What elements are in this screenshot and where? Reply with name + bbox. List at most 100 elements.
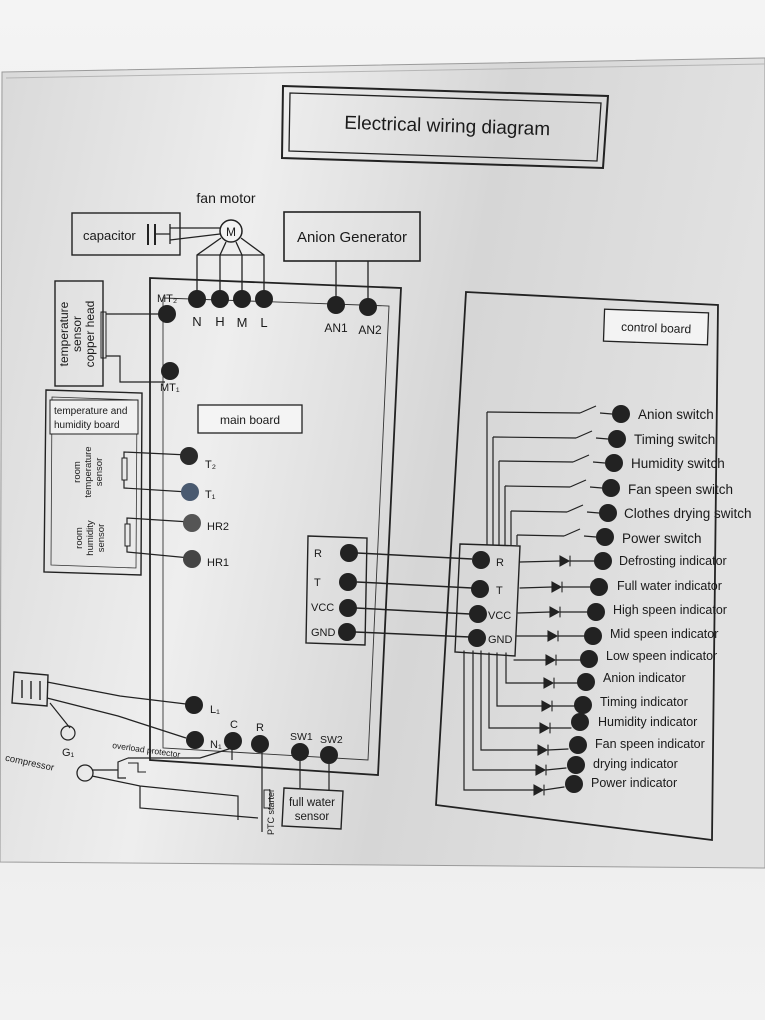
humidity-indicator-label: Humidity indicator [598,715,697,729]
terminal-mt2-label: MT₂ [157,293,177,305]
comm-wires [354,552,473,638]
ground-label: G₁ [62,747,75,759]
full-water-sensor: full water sensor [281,787,344,830]
terminal-r-label: R [256,722,264,734]
indicator-row-timing: Timing indicator [496,652,688,714]
defrosting-indicator-label: Defrosting indicator [619,554,727,568]
fan-speen-indicator-label: Fan speen indicator [595,737,705,751]
svg-text:room: room [72,461,83,483]
terminal-sw2-label: SW2 [320,734,343,746]
indicator-row-defrosting: Defrosting indicator [519,552,727,570]
indicator-row-mid-speen: Mid speen indicator [516,627,718,645]
switch-row-timing: Timing switch [492,430,715,545]
clothes-drying-switch-label: Clothes drying switch [624,506,752,521]
control-board-outline: control board [435,291,719,842]
terminal-l1-label: L₁ [210,704,220,716]
svg-text:humidity: humidity [85,520,96,556]
terminal-an1-label: AN1 [324,321,348,335]
terminal-mt1-label: MT₁ [160,382,180,394]
cb-comm-gnd-label: GND [488,634,513,646]
mb-comm-gnd-label: GND [311,627,336,639]
indicator-row-drying: drying indicator [472,650,678,776]
ptc-starter-label: PTC starter [266,789,276,835]
svg-text:full water: full water [289,797,335,809]
terminal-hr2-label: HR2 [207,521,229,533]
terminal-h-label: H [215,314,224,329]
switch-terminals: SW1 SW2 [290,731,343,790]
indicator-row-humidity: Humidity indicator [488,652,697,734]
svg-text:temperature and: temperature and [54,406,127,417]
switch-row-power: Power switch [516,528,702,546]
svg-text:main board: main board [220,413,280,427]
power-indicator-label: Power indicator [591,776,677,790]
cb-comm-r-label: R [496,557,504,569]
high-speen-indicator-label: High speen indicator [613,603,727,617]
fan-motor-wires [196,237,265,298]
anion-switch-label: Anion switch [638,407,714,422]
svg-text:sensor: sensor [70,316,84,352]
indicator-row-anion: Anion indicator [505,652,686,691]
mt-terminals: MT₂ MT₁ [157,293,180,394]
switch-list: Anion switch Timing switch Humidity swit… [486,405,752,546]
switch-row-fan-speen: Fan speen switch [504,479,733,545]
anion-generator-label: Anion Generator [297,229,407,246]
fan-motor-label: fan motor [196,190,255,206]
mid-speen-indicator-label: Mid speen indicator [610,627,718,641]
indicator-row-power: Power indicator [463,650,677,796]
timing-switch-label: Timing switch [634,432,715,447]
main-board-outline [149,277,402,776]
fan-motor-symbol: M [219,219,243,243]
fan-terminals: N H M L [188,290,273,330]
capacitor: capacitor [71,212,221,256]
svg-text:sensor: sensor [295,811,330,823]
svg-text:copper head: copper head [83,301,97,368]
anion-indicator-label: Anion indicator [603,671,686,685]
cb-comm-t-label: T [496,585,503,597]
mb-comm-r-label: R [314,548,322,560]
terminal-n-label: N [192,314,201,329]
capacitor-label: capacitor [83,228,136,243]
mb-comm-vcc-label: VCC [311,602,334,614]
switch-row-humidity: Humidity switch [498,454,725,545]
indicator-row-high-speen: High speen indicator [517,603,727,621]
svg-text:M: M [226,225,236,239]
main-board-label: main board [197,404,303,434]
terminal-c-label: C [230,719,238,731]
terminal-n1-label: N₁ [210,739,222,751]
terminal-hr1-label: HR1 [207,557,229,569]
anion-terminals: AN1 AN2 [324,296,382,337]
temperature-sensor: temperature sensor copper head [54,280,165,387]
anion-generator: Anion Generator [283,211,421,300]
compressor-terminals: C R [224,719,269,753]
indicator-row-full-water: Full water indicator [519,578,722,596]
svg-text:room: room [74,527,85,549]
terminal-t2-label: T₂ [205,459,216,471]
power-plug [11,671,187,739]
terminal-sw1-label: SW1 [290,731,313,743]
control-board-comm-block: R T VCC GND [454,543,521,657]
cb-comm-vcc-label: VCC [488,610,511,622]
terminal-l-label: L [260,315,267,330]
temperature-humidity-board: temperature and humidity board room temp… [43,389,191,576]
low-speen-indicator-label: Low speen indicator [606,649,717,663]
timing-indicator-label: Timing indicator [600,695,688,709]
control-board-label: control board [621,320,691,336]
fan-speen-switch-label: Fan speen switch [628,482,733,497]
mb-comm-t-label: T [314,577,321,589]
indicator-list: Defrosting indicator Full water indicato… [463,552,727,796]
th-terminals: T₂ T₁ HR2 HR1 [180,447,229,569]
svg-text:humidity board: humidity board [54,420,120,431]
indicator-row-fan-speen: Fan speen indicator [480,650,705,756]
terminal-t1-label: T₁ [205,489,216,501]
drying-indicator-label: drying indicator [593,757,678,771]
full-water-indicator-label: Full water indicator [617,579,722,593]
svg-text:temperature: temperature [57,301,71,366]
indicator-row-low-speen: Low speen indicator [513,649,717,668]
switch-row-anion: Anion switch [486,405,714,545]
terminal-m-label: M [237,315,248,330]
svg-text:sensor: sensor [94,458,105,487]
terminal-an2-label: AN2 [358,323,382,337]
svg-text:sensor: sensor [96,524,107,553]
